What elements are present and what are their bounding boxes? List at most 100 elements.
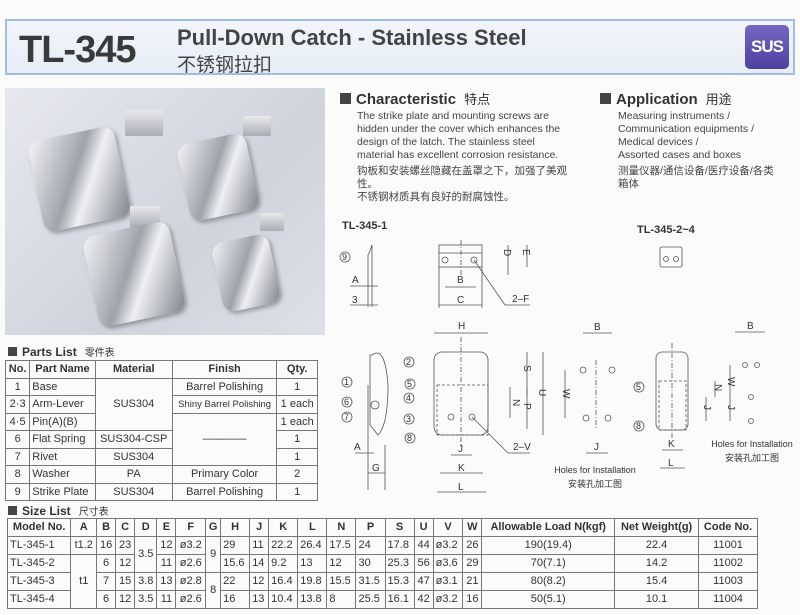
table-cell: Barrel Polishing	[171, 377, 278, 396]
product-title-cn: 不锈钢拉扣	[177, 55, 273, 76]
dimension-label: J	[594, 442, 599, 453]
column-header: G	[205, 518, 222, 537]
table-cell: 1 each	[276, 395, 318, 414]
column-header: Material	[94, 360, 173, 379]
table-cell: 1	[276, 430, 318, 449]
table-cell: ø3.2	[432, 535, 464, 555]
table-cell: 25.3	[384, 553, 415, 573]
dimension-label: C	[457, 295, 464, 306]
dimension-label: W	[560, 389, 571, 399]
table-cell: 29	[220, 535, 251, 555]
table-cell: 13.8	[297, 589, 328, 609]
characteristic-cn-2: 不锈钢材质具有良好的耐腐蚀性。	[357, 191, 515, 203]
table-cell: 11	[156, 553, 177, 573]
table-cell: 1	[276, 377, 318, 396]
table-cell: 15.5	[326, 571, 357, 591]
table-cell: 22.4	[614, 535, 700, 555]
table-cell: 9	[4, 482, 31, 501]
model-number: TL-345	[19, 29, 136, 71]
table-cell: 11	[156, 589, 177, 609]
dimension-label: D	[501, 249, 512, 256]
column-header: N	[326, 518, 357, 537]
table-cell: 80(8.2)	[481, 571, 616, 591]
drawing-label-model-2: TL-345-2~4	[637, 224, 696, 236]
column-header: Part Name	[29, 360, 96, 379]
dimension-label: W	[725, 377, 736, 387]
column-header: U	[413, 518, 434, 537]
table-cell: 6	[96, 553, 117, 573]
product-title: Pull-Down Catch - Stainless Steel	[177, 25, 527, 50]
column-header: E	[156, 518, 177, 537]
table-cell: Rivet	[29, 447, 96, 466]
table-cell: 12	[156, 535, 177, 555]
dimension-label: B	[747, 321, 754, 332]
table-cell: SUS304	[94, 447, 173, 466]
table-cell: 23	[115, 535, 136, 555]
table-cell: 1 each	[276, 412, 318, 431]
strike-plate-image	[260, 213, 284, 231]
table-cell: 8	[326, 589, 357, 609]
dimension-label: 3	[406, 414, 411, 424]
column-header: B	[96, 518, 117, 537]
column-header: A	[70, 518, 98, 537]
table-cell: 190(19.4)	[481, 535, 616, 555]
table-cell: ø3.1	[432, 571, 464, 591]
table-cell: 6	[4, 430, 31, 449]
table-cell: 7	[4, 447, 31, 466]
latch-image	[26, 124, 132, 234]
table-cell: 50(5.1)	[481, 589, 616, 609]
table-cell: t1.2	[70, 535, 98, 555]
latch-image	[81, 219, 187, 329]
table-cell: 15.6	[220, 553, 251, 573]
table-cell: 3.5	[134, 589, 158, 609]
table-cell: 16	[220, 589, 251, 609]
dimension-label: H	[458, 321, 465, 332]
table-cell: 9	[205, 535, 222, 573]
column-header: J	[249, 518, 270, 537]
table-cell: 12	[249, 571, 270, 591]
table-cell: 29	[462, 553, 483, 573]
table-cell: 16.4	[268, 571, 299, 591]
application-line: Medical devices /	[618, 136, 699, 148]
dimension-label: G	[372, 463, 380, 474]
dimension-label: K	[668, 439, 675, 450]
dimension-label: 7	[344, 412, 349, 422]
title-banner: TL-345 Pull-Down Catch - Stainless Steel…	[5, 19, 795, 76]
column-header: L	[297, 518, 328, 537]
table-cell: ø3.6	[432, 553, 464, 573]
table-cell: ø2.6	[175, 589, 207, 609]
dimension-label: 3	[352, 295, 358, 306]
table-cell: Barrel Polishing	[171, 482, 278, 501]
table-cell: 13	[297, 553, 328, 573]
table-cell: Flat Spring	[29, 430, 96, 449]
column-header: Qty.	[276, 360, 318, 379]
table-cell: 14.2	[614, 553, 700, 573]
table-cell: 14	[249, 553, 270, 573]
column-header: W	[462, 518, 483, 537]
table-cell: 10.4	[268, 589, 299, 609]
table-cell: 11001	[698, 535, 758, 555]
table-cell: Shiny Barrel Polishing	[171, 395, 278, 414]
column-header: C	[115, 518, 136, 537]
table-cell: Base	[29, 377, 96, 396]
table-cell: Primary Color	[171, 465, 278, 484]
column-header: F	[175, 518, 207, 537]
dimension-label: 9	[342, 252, 347, 262]
dimension-label: B	[457, 275, 464, 286]
table-cell: 2	[276, 465, 318, 484]
table-cell: 8	[205, 571, 222, 609]
latch-image	[210, 232, 282, 314]
table-cell: Arm-Lever	[29, 395, 96, 414]
table-cell: 8	[4, 465, 31, 484]
column-header: P	[355, 518, 386, 537]
table-cell: 11004	[698, 589, 758, 609]
dimension-label: P	[521, 403, 532, 410]
